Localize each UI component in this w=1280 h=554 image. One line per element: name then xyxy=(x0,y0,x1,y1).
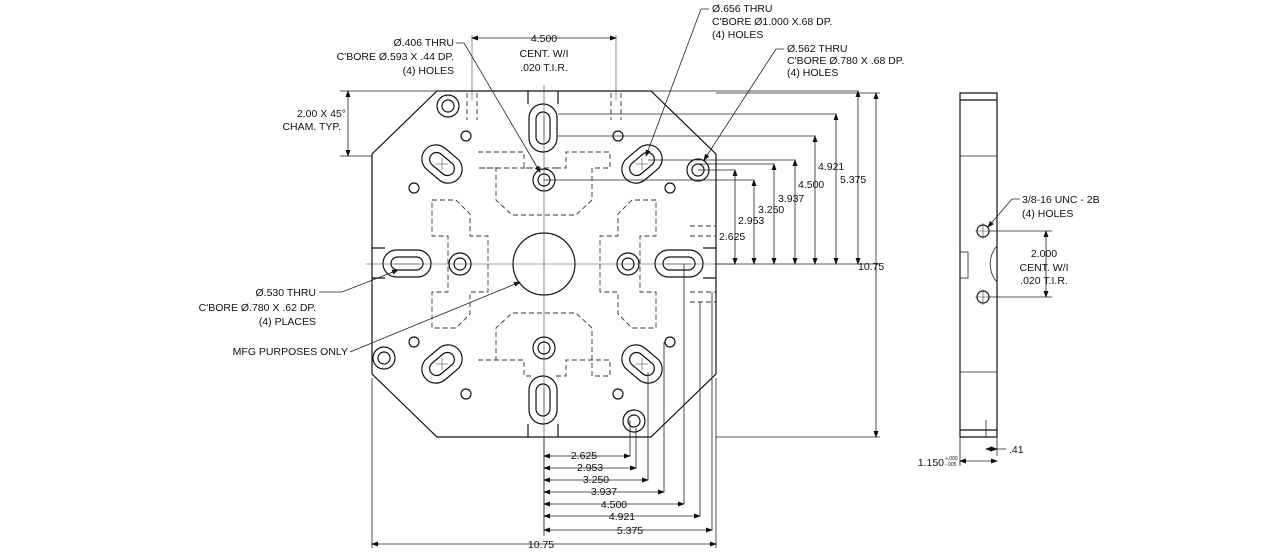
chamfer-dimension: 2.00 X 45° CHAM. TYP. xyxy=(282,90,437,157)
slot-bottom xyxy=(528,375,558,425)
tap-line1: 3/8-16 UNC - 2B xyxy=(1022,194,1100,206)
top-center-dimension: 4.500 CENT. W/I .020 T.I.R. xyxy=(471,33,617,74)
hidden-pocket-profile xyxy=(431,151,657,377)
vdim-4921: 4.921 xyxy=(818,161,844,173)
cent-450-value: 4.500 xyxy=(531,33,557,45)
hole-656-line2: C'BORE Ø1.000 X.68 DP. xyxy=(712,16,832,28)
hdim-4500: 4.500 xyxy=(601,499,627,511)
note-mfg: MFG PURPOSES ONLY xyxy=(233,281,521,358)
hole-530-line2: C'BORE Ø.780 X .62 DP. xyxy=(199,302,316,314)
hdim-2625: 2.625 xyxy=(571,450,597,462)
vdim-2625: 2.625 xyxy=(719,231,745,243)
cbore-hole-tl xyxy=(436,94,460,118)
note-530: Ø.530 THRU C'BORE Ø.780 X .62 DP. (4) PL… xyxy=(199,269,399,328)
cbore-slot-tr xyxy=(621,144,663,184)
vertical-dimensions: 2.625 2.953 3.250 3.937 4.500 4.921 5.37… xyxy=(544,90,884,438)
vdim-2953: 2.953 xyxy=(738,215,764,227)
thickness-value: 1.150 xyxy=(918,457,944,469)
hole-406-line1: Ø.406 THRU xyxy=(394,37,455,49)
cent-450-line3: .020 T.I.R. xyxy=(520,62,568,74)
horizontal-dimensions: 2.625 2.953 3.250 3.937 4.500 4.921 5.37… xyxy=(371,264,717,551)
hdim-3250: 3.250 xyxy=(583,474,609,486)
vdim-5375: 5.375 xyxy=(840,174,866,186)
vdim-1075: 10.75 xyxy=(858,261,884,273)
hdim-4921: 4.921 xyxy=(609,511,635,523)
mfg-purposes-label: MFG PURPOSES ONLY xyxy=(233,346,348,358)
cent-200-value: 2.000 xyxy=(1031,248,1057,260)
tap-line2: (4) HOLES xyxy=(1022,208,1073,220)
slot-top xyxy=(528,103,558,153)
cbore-slot-bl xyxy=(421,344,463,384)
thickness-tol-bottom: -.005 xyxy=(945,462,957,468)
cham-line1: 2.00 X 45° xyxy=(297,108,346,120)
cbore-slot-tl xyxy=(421,144,463,184)
vdim-3250: 3.250 xyxy=(758,204,784,216)
cbore-slot-br xyxy=(621,344,663,384)
cbore-hole-br xyxy=(622,409,646,433)
vdim-4500: 4.500 xyxy=(798,179,824,191)
hole-406-line2: C'BORE Ø.593 X .44 DP. xyxy=(337,51,454,63)
hole-530-line3: (4) PLACES xyxy=(259,316,316,328)
hole-406-line3: (4) HOLES xyxy=(403,65,454,77)
hdim-5375: 5.375 xyxy=(617,525,643,537)
hdim-1075: 10.75 xyxy=(528,539,554,551)
vdim-3937: 3.937 xyxy=(778,193,804,205)
hole-656-line1: Ø.656 THRU xyxy=(712,3,773,15)
side-view-outline xyxy=(959,92,998,438)
note-562: Ø.562 THRU C'BORE Ø.780 X .68 DP. (4) HO… xyxy=(703,43,904,161)
slot-left xyxy=(382,249,432,278)
hole-562-line1: Ø.562 THRU xyxy=(787,43,848,55)
note-656: Ø.656 THRU C'BORE Ø1.000 X.68 DP. (4) HO… xyxy=(645,3,832,157)
side-view: 3/8-16 UNC - 2B (4) HOLES 2.000 CENT. W/… xyxy=(918,92,1100,469)
cbore-hole-bl xyxy=(372,346,396,370)
note-406: Ø.406 THRU C'BORE Ø.593 X .44 DP. (4) HO… xyxy=(337,37,541,173)
step-value: .41 xyxy=(1009,444,1024,456)
tapped-holes-hidden xyxy=(466,93,716,303)
hole-562-line2: C'BORE Ø.780 X .68 DP. xyxy=(787,55,904,67)
hdim-2953: 2.953 xyxy=(577,462,603,474)
cent-450-line2: CENT. W/I xyxy=(520,48,569,60)
small-holes xyxy=(408,130,676,400)
side-tapped-hole-top xyxy=(975,223,991,239)
side-tapped-hole-bottom xyxy=(975,289,991,305)
hole-656-line3: (4) HOLES xyxy=(712,29,763,41)
cent-200-line3: .020 T.I.R. xyxy=(1020,275,1068,287)
hole-562-line3: (4) HOLES xyxy=(787,67,838,79)
cham-line2: CHAM. TYP. xyxy=(282,121,341,133)
slot-right xyxy=(654,249,704,278)
cent-200-line2: CENT. W/I xyxy=(1020,262,1069,274)
thickness-tol-top: +.000 xyxy=(945,456,958,462)
hole-530-line1: Ø.530 THRU xyxy=(256,287,317,299)
plate-outline xyxy=(371,90,717,438)
hdim-3937: 3.937 xyxy=(591,486,617,498)
